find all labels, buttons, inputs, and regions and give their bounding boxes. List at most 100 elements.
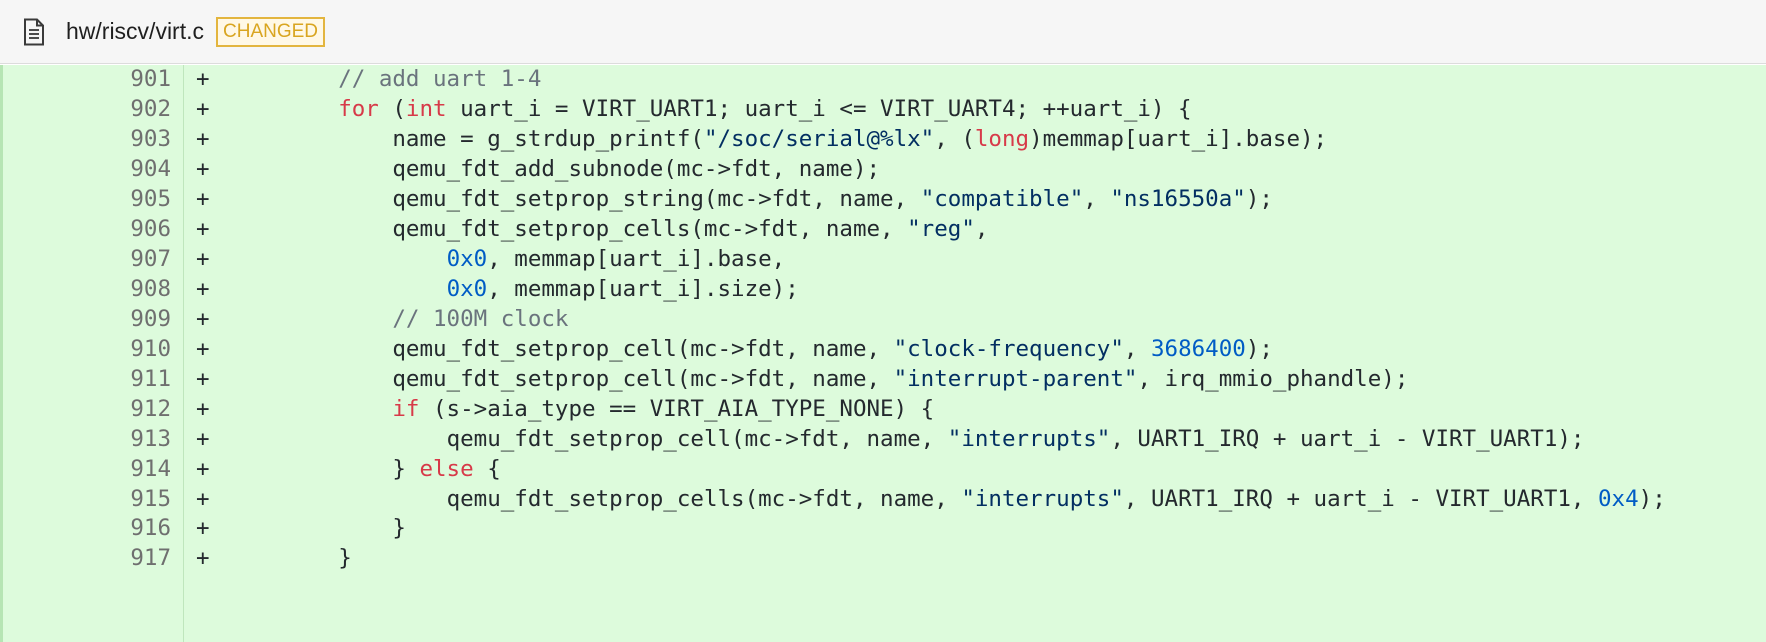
diff-line[interactable]: 903+ name = g_strdup_printf("/soc/serial… — [3, 123, 1766, 157]
code-token: } — [392, 455, 420, 482]
code-token: name = g_strdup_printf( — [392, 126, 704, 153]
code-indent — [284, 545, 338, 571]
added-marker: + — [196, 66, 210, 93]
code-text: qemu_fdt_setprop_cell(mc->fdt, name, "cl… — [284, 333, 1273, 367]
added-marker: + — [196, 545, 210, 572]
code-indent — [284, 336, 392, 362]
code-token: ); — [1245, 186, 1273, 212]
diff-line[interactable]: 911 + qemu_fdt_setprop_cell(mc->fdt, name… — [3, 363, 1766, 397]
code-token: , ( — [934, 126, 975, 153]
gutter-divider — [183, 65, 184, 642]
code-token: , memmap[uart_i].size); — [487, 275, 799, 302]
code-token: qemu_fdt_setprop_cells(mc->fdt, name, — [392, 215, 908, 242]
diff-line[interactable]: 915 + qemu_fdt_setprop_cells(mc->fdt, nam… — [3, 483, 1766, 517]
code-token: qemu_fdt_setprop_cell(mc->fdt, name, — [392, 335, 894, 362]
code-text: qemu_fdt_setprop_cell(mc->fdt, name, "in… — [284, 363, 1408, 397]
line-number[interactable]: 904 — [130, 156, 171, 183]
comment-token: // 100M clock — [392, 305, 569, 332]
line-number[interactable]: 901 — [130, 66, 171, 93]
added-marker: + — [196, 425, 210, 452]
code-indent — [284, 246, 447, 272]
diff-line[interactable]: 907+ 0x0, memmap[uart_i].base, — [3, 243, 1766, 277]
code-token: , — [974, 215, 989, 242]
code-text: qemu_fdt_setprop_cells(mc->fdt, name, "r… — [284, 213, 988, 247]
code-token: , irq_mmio_phandle); — [1137, 365, 1409, 392]
diff-line[interactable]: 909+ // 100M clock — [3, 303, 1766, 337]
line-number[interactable]: 906 — [130, 215, 171, 242]
code-indent — [284, 126, 392, 152]
code-text: // 100M clock — [284, 303, 568, 337]
line-number[interactable]: 914 — [130, 455, 171, 482]
code-token: qemu_fdt_setprop_string(mc->fdt, name, — [392, 186, 921, 212]
number-token: 0x0 — [446, 275, 488, 302]
diff-line[interactable]: 912+ if (s->aia_type == VIRT_AIA_TYPE_NO… — [3, 393, 1766, 427]
code-text: qemu_fdt_setprop_string(mc->fdt, name, "… — [284, 183, 1273, 217]
code-indent — [284, 276, 447, 302]
added-marker: + — [196, 275, 210, 302]
code-token: (s->aia_type == VIRT_AIA_TYPE_NONE) { — [419, 395, 935, 422]
line-number[interactable]: 916 — [130, 515, 171, 542]
diff-line[interactable]: 913 + qemu_fdt_setprop_cell(mc->fdt, name… — [3, 423, 1766, 457]
code-indent — [284, 515, 392, 541]
code-text: qemu_fdt_setprop_cells(mc->fdt, name, "i… — [284, 483, 1666, 517]
line-number[interactable]: 917 — [130, 545, 171, 572]
code-indent — [284, 366, 392, 392]
added-marker: + — [196, 455, 210, 482]
diff-line[interactable]: 905+ qemu_fdt_setprop_string(mc->fdt, na… — [3, 183, 1766, 217]
code-indent — [284, 186, 392, 212]
code-token: } — [338, 545, 352, 572]
line-number[interactable]: 913 — [130, 425, 171, 452]
number-token: 0x0 — [446, 245, 488, 272]
line-number[interactable]: 905 — [130, 186, 171, 212]
code-text: name = g_strdup_printf("/soc/serial@%lx"… — [284, 123, 1327, 157]
diff-line[interactable]: 901+ // add uart 1-4 — [3, 63, 1766, 97]
line-number[interactable]: 910 — [130, 335, 171, 362]
code-token: , — [1083, 186, 1111, 212]
code-text: } — [284, 542, 352, 576]
code-token: } — [392, 515, 406, 542]
diff-line[interactable]: 908 + 0x0, memmap[uart_i].size); — [3, 273, 1766, 307]
line-number[interactable]: 911 — [130, 365, 171, 392]
diff-line[interactable]: 914+ } else { — [3, 453, 1766, 487]
code-token: ); — [1245, 335, 1273, 362]
keyword-token: else — [419, 455, 474, 482]
keyword-token: for — [338, 96, 379, 123]
code-indent — [284, 426, 447, 452]
code-token: , UART1_IRQ + uart_i - VIRT_UART1, — [1123, 485, 1599, 512]
string-token: "ns16550a" — [1110, 186, 1246, 212]
code-text: 0x0, memmap[uart_i].size); — [284, 273, 799, 307]
code-token: uart_i = VIRT_UART1; uart_i <= VIRT_UART… — [446, 96, 1192, 123]
added-marker: + — [196, 365, 210, 392]
diff-line[interactable]: 902+ for (int uart_i = VIRT_UART1; uart_… — [3, 93, 1766, 127]
added-marker: + — [196, 485, 210, 512]
line-number[interactable]: 907 — [130, 245, 171, 272]
line-number[interactable]: 909 — [130, 305, 171, 332]
string-token: "clock-frequency" — [893, 335, 1124, 362]
added-marker: + — [196, 156, 210, 183]
code-indent — [284, 66, 338, 92]
line-number[interactable]: 908 — [130, 275, 171, 302]
diff-line[interactable]: 910 + qemu_fdt_setprop_cell(mc->fdt, name… — [3, 333, 1766, 367]
code-token: ); — [1638, 485, 1666, 512]
diff-line[interactable]: 906+ qemu_fdt_setprop_cells(mc->fdt, nam… — [3, 213, 1766, 247]
added-marker: + — [196, 96, 210, 123]
code-text: qemu_fdt_setprop_cell(mc->fdt, name, "in… — [284, 423, 1585, 457]
code-text: if (s->aia_type == VIRT_AIA_TYPE_NONE) { — [284, 393, 934, 427]
file-path[interactable]: hw/riscv/virt.c — [66, 18, 204, 44]
code-text: qemu_fdt_add_subnode(mc->fdt, name); — [284, 153, 880, 187]
diff-line[interactable]: 904 + qemu_fdt_add_subnode(mc->fdt, name)… — [3, 153, 1766, 187]
number-token: 3686400 — [1150, 335, 1246, 362]
changed-badge: CHANGED — [216, 16, 326, 47]
diff-line[interactable]: 917 + } — [3, 542, 1766, 576]
keyword-token: long — [974, 126, 1030, 153]
line-number[interactable]: 902 — [130, 96, 171, 123]
line-number[interactable]: 915 — [130, 485, 171, 512]
line-number[interactable]: 903 — [130, 126, 171, 153]
code-token: qemu_fdt_setprop_cell(mc->fdt, name, — [446, 425, 948, 452]
code-token: )memmap[uart_i].base); — [1029, 126, 1328, 153]
diff-line[interactable]: 916+ } — [3, 512, 1766, 546]
line-number[interactable]: 912 — [130, 395, 171, 422]
code-token: qemu_fdt_setprop_cells(mc->fdt, name, — [446, 485, 962, 512]
added-marker: + — [196, 335, 210, 362]
